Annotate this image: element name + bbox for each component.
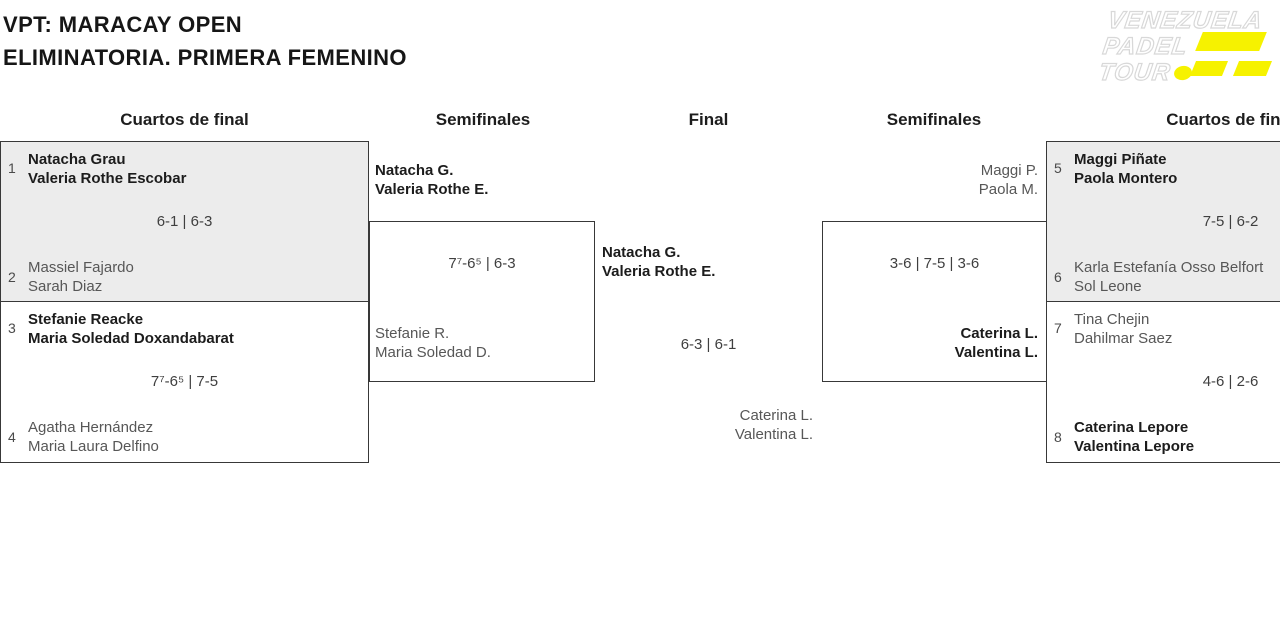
- player-name: Sarah Diaz: [28, 278, 103, 295]
- player-name: Stefanie Reacke: [28, 311, 144, 328]
- match-score: 6-3 | 6-1: [680, 336, 737, 353]
- player-name: Karla Estefanía Osso Belfort: [1074, 259, 1264, 276]
- player-name: Maria Soledad D.: [375, 344, 491, 361]
- team-name-winner: Caterina Lepore Valentina Lepore: [1074, 418, 1194, 456]
- player-name: Maggi Piñate: [1074, 151, 1167, 168]
- seed-number: 8: [1054, 429, 1062, 445]
- venezuela-padel-tour-logo: VENEZUELA PADEL TOUR: [1095, 3, 1280, 93]
- final-bottom-team: Caterina L. Valentina L.: [595, 406, 813, 444]
- match-box-sf-left: [369, 221, 595, 382]
- match-box-qf4: 7 Tina Chejin Dahilmar Saez 4-6 | 2-6 8 …: [1046, 302, 1280, 463]
- match-score: 7⁷-6⁵ | 7-5: [150, 373, 219, 390]
- player-name: Tina Chejin: [1074, 311, 1150, 328]
- player-name: Natacha G.: [375, 162, 454, 179]
- team-name-winner: Stefanie Reacke Maria Soledad Doxandabar…: [28, 310, 234, 348]
- player-name: Natacha Grau: [28, 151, 126, 168]
- logo-bar-icon: [1195, 32, 1267, 51]
- team-name-loser: Massiel Fajardo Sarah Diaz: [28, 258, 134, 296]
- player-name: Valeria Rothe Escobar: [28, 170, 187, 187]
- match-score: 4-6 | 2-6: [1202, 373, 1259, 390]
- seed-number: 1: [8, 160, 16, 176]
- logo-text-padel: PADEL: [1101, 32, 1191, 60]
- player-name: Maggi P.: [980, 162, 1038, 179]
- match-box-qf1: 1 Natacha Grau Valeria Rothe Escobar 6-1…: [0, 141, 369, 302]
- logo-bar-icon: [1189, 61, 1229, 76]
- match-score: 7-5 | 6-2: [1202, 213, 1259, 230]
- logo-bar-icon: [1232, 61, 1273, 76]
- player-name: Agatha Hernández: [28, 419, 154, 436]
- team-name-loser: Agatha Hernández Maria Laura Delfino: [28, 418, 159, 456]
- final-top-team: Natacha G. Valeria Rothe E.: [602, 243, 715, 281]
- player-name: Valeria Rothe E.: [602, 263, 716, 280]
- team-name-loser: Tina Chejin Dahilmar Saez: [1074, 310, 1172, 348]
- seed-number: 2: [8, 269, 16, 285]
- match-score: 3-6 | 7-5 | 3-6: [889, 255, 980, 272]
- seed-number: 4: [8, 429, 16, 445]
- player-name: Stefanie R.: [375, 325, 450, 342]
- seed-number: 6: [1054, 269, 1062, 285]
- sf-left-top-team: Natacha G. Valeria Rothe E.: [375, 161, 488, 199]
- sf-right-bottom-team: Caterina L. Valentina L.: [822, 324, 1038, 362]
- sf-right-top-team: Maggi P. Paola M.: [822, 161, 1038, 199]
- tournament-title: VPT: MARACAY OPEN ELIMINATORIA. PRIMERA …: [3, 8, 407, 74]
- player-name: Caterina Lepore: [1074, 419, 1189, 436]
- player-name: Valeria Rothe E.: [375, 181, 489, 198]
- logo-dot-icon: [1172, 64, 1194, 82]
- seed-number: 5: [1054, 160, 1062, 176]
- player-name: Sol Leone: [1074, 278, 1142, 295]
- column-header-quarterfinals-left: Cuartos de final: [120, 110, 249, 129]
- match-box-qf3: 5 Maggi Piñate Paola Montero 7-5 | 6-2 6…: [1046, 141, 1280, 302]
- team-name-loser: Karla Estefanía Osso Belfort Sol Leone: [1074, 258, 1263, 296]
- player-name: Maria Laura Delfino: [28, 438, 159, 455]
- match-box-qf2: 3 Stefanie Reacke Maria Soledad Doxandab…: [0, 302, 369, 463]
- match-score: 7⁷-6⁵ | 6-3: [448, 255, 516, 272]
- logo-text-tour: TOUR: [1097, 58, 1174, 86]
- seed-number: 3: [8, 320, 16, 336]
- tournament-title-line2: ELIMINATORIA. PRIMERA FEMENINO: [3, 45, 407, 70]
- team-name-winner: Maggi Piñate Paola Montero: [1074, 150, 1177, 188]
- match-score: 6-1 | 6-3: [156, 213, 213, 230]
- column-header-final: Final: [688, 110, 729, 129]
- player-name: Valentina L.: [954, 344, 1038, 361]
- sf-left-bottom-team: Stefanie R. Maria Soledad D.: [375, 324, 491, 362]
- column-header-semifinals-left: Semifinales: [435, 110, 531, 129]
- player-name: Caterina L.: [960, 325, 1038, 342]
- player-name: Paola Montero: [1074, 170, 1178, 187]
- player-name: Valentina L.: [734, 426, 813, 443]
- player-name: Caterina L.: [739, 407, 813, 424]
- player-name: Natacha G.: [602, 244, 681, 261]
- column-header-quarterfinals-right: Cuartos de final: [1166, 110, 1280, 129]
- player-name: Paola M.: [978, 181, 1038, 198]
- player-name: Massiel Fajardo: [28, 259, 134, 276]
- tournament-title-line1: VPT: MARACAY OPEN: [3, 12, 243, 37]
- player-name: Dahilmar Saez: [1074, 330, 1173, 347]
- seed-number: 7: [1054, 320, 1062, 336]
- team-name-winner: Natacha Grau Valeria Rothe Escobar: [28, 150, 186, 188]
- player-name: Valentina Lepore: [1074, 438, 1195, 455]
- player-name: Maria Soledad Doxandabarat: [28, 330, 234, 347]
- logo-text-venezuela: VENEZUELA: [1106, 6, 1265, 34]
- column-header-semifinals-right: Semifinales: [886, 110, 982, 129]
